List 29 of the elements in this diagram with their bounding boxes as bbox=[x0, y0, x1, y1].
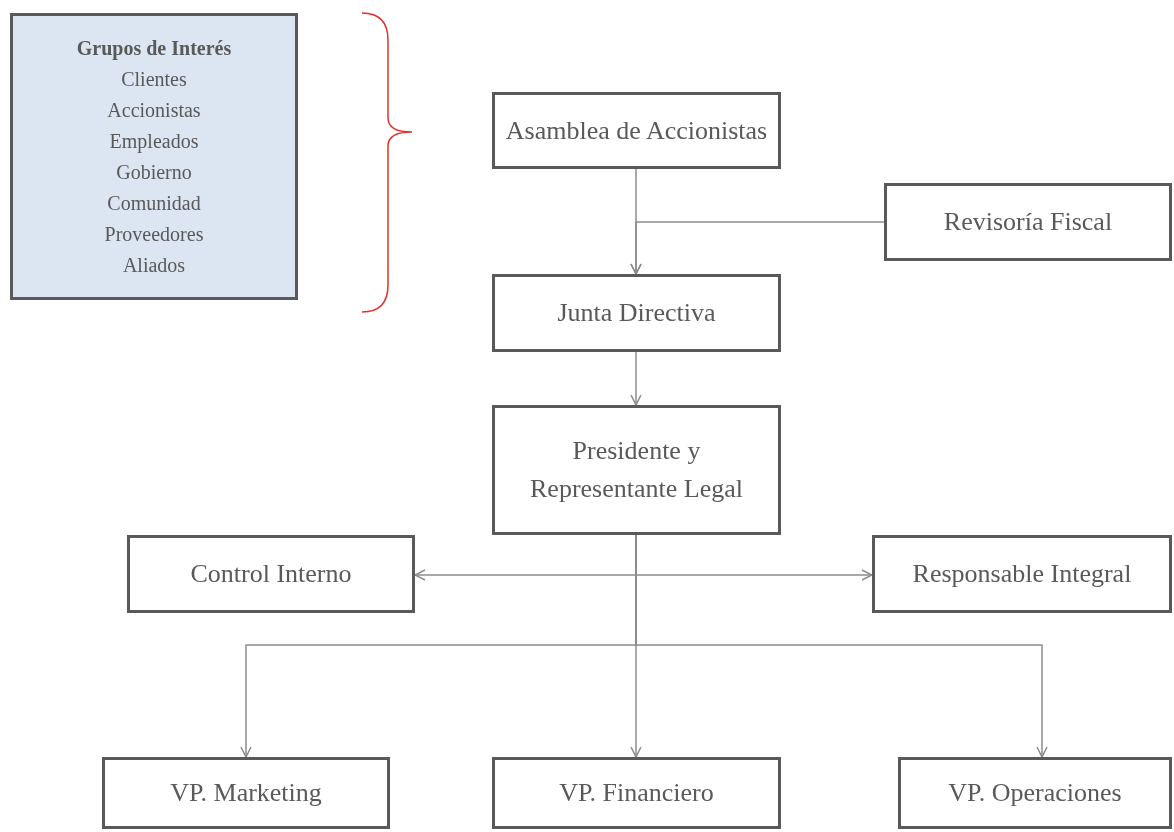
org-box bbox=[492, 274, 781, 352]
box-label: Control Interno bbox=[190, 558, 352, 590]
org-box bbox=[492, 405, 781, 535]
box-label: VP. Operaciones bbox=[948, 777, 1122, 809]
box-label: Presidente y Representante Legal bbox=[529, 435, 744, 505]
box-label: Asamblea de Accionistas bbox=[505, 114, 768, 147]
box-label: Clientes bbox=[121, 66, 187, 92]
box-label: Responsable Integral bbox=[912, 558, 1132, 590]
org-box bbox=[884, 183, 1172, 261]
org-box bbox=[872, 535, 1172, 613]
org-box bbox=[127, 535, 415, 613]
org-box bbox=[492, 92, 781, 169]
box-label: Comunidad bbox=[107, 190, 201, 216]
box-label: Aliados bbox=[122, 252, 186, 278]
box-label: Revisoría Fiscal bbox=[943, 206, 1113, 238]
panel-heading: Grupos de Interés bbox=[76, 35, 232, 62]
box-label: Gobierno bbox=[116, 159, 192, 185]
box-label: VP. Marketing bbox=[170, 777, 322, 809]
org-box bbox=[102, 757, 390, 829]
stakeholder-panel bbox=[10, 13, 298, 300]
org-box bbox=[492, 757, 781, 829]
box-label: Proveedores bbox=[104, 221, 204, 247]
arrow bbox=[630, 351, 642, 406]
org-box bbox=[898, 757, 1172, 829]
box-label: Junta Directiva bbox=[557, 297, 716, 329]
arrow bbox=[630, 221, 885, 275]
box-label: Empleados bbox=[109, 128, 199, 155]
box-label: Accionistas bbox=[107, 97, 201, 123]
box-label: VP. Financiero bbox=[559, 777, 714, 809]
